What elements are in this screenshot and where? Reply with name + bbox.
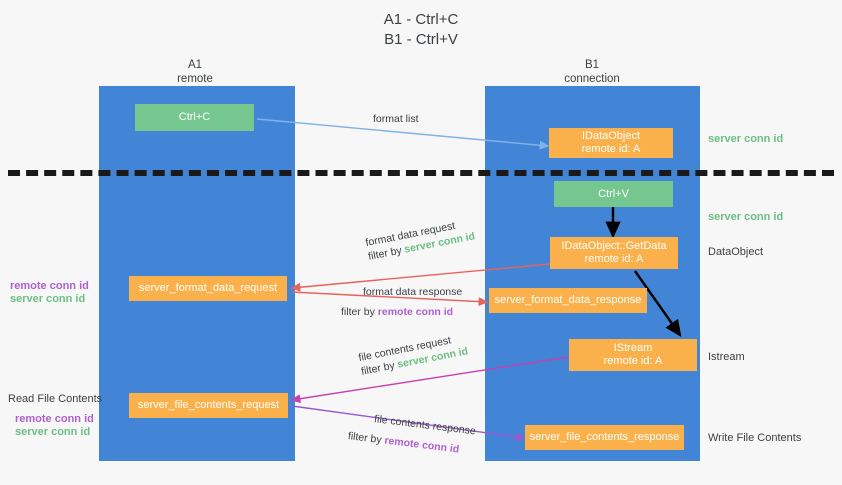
- column-b1-name: B1: [584, 59, 600, 71]
- box-getdata-line2: remote id: A: [584, 253, 644, 265]
- box-istream-line1: IStream: [613, 342, 653, 354]
- note-remote-conn-id-lower: remote conn id: [15, 413, 94, 425]
- box-istream-line2: remote id: A: [603, 355, 663, 367]
- note-dataobject: DataObject: [708, 246, 764, 258]
- box-idataobject-line2: remote id: A: [581, 143, 641, 155]
- box-idataobject[interactable]: IDataObject remote id: A: [549, 128, 673, 158]
- box-server-file-contents-request-label: server_file_contents_request: [137, 399, 280, 411]
- note-server-conn-id-top: server conn id: [708, 133, 784, 145]
- phase-divider: [8, 170, 834, 176]
- box-server-format-data-response-label: server_format_data_response: [494, 294, 642, 306]
- edge-label-file-contents-request: file contents request filter by server c…: [357, 331, 470, 379]
- note-read-file-contents: Read File Contents: [8, 393, 103, 405]
- box-ctrl-c[interactable]: Ctrl+C: [135, 104, 254, 131]
- edge-label-format-list: format list: [373, 113, 419, 125]
- box-istream[interactable]: IStream remote id: A: [569, 339, 697, 371]
- note-write-file-contents: Write File Contents: [708, 432, 802, 444]
- edge-label-format-data-response: format data response filter by remote co…: [341, 285, 463, 319]
- box-server-file-contents-response-label: server_file_contents_response: [529, 431, 680, 443]
- box-ctrl-v-line1: Ctrl+V: [598, 187, 629, 200]
- note-remote-conn-id-upper: remote conn id: [10, 280, 89, 292]
- column-a1-sub: remote: [177, 73, 213, 85]
- box-ctrl-c-line1: Ctrl+C: [178, 111, 211, 123]
- edge-label-format-data-request: format data request filter by server con…: [364, 216, 477, 264]
- column-header-a1: A1 remote: [95, 58, 295, 86]
- column-a1-name: A1: [187, 59, 203, 71]
- box-server-file-contents-request[interactable]: server_file_contents_request: [129, 393, 288, 418]
- note-server-conn-id-upper: server conn id: [10, 293, 86, 305]
- box-server-format-data-request[interactable]: server_format_data_request: [129, 276, 287, 301]
- column-header-b1: B1 connection: [492, 58, 692, 86]
- box-server-format-data-response[interactable]: server_format_data_response: [489, 288, 647, 313]
- edge-label-format-data-response-line1: format data response: [363, 286, 463, 298]
- note-istream: Istream: [708, 351, 745, 363]
- box-idataobject-line1: IDataObject: [581, 130, 641, 142]
- edge-label-file-contents-response: file contents response filter by remote …: [347, 412, 477, 458]
- box-server-format-data-request-label: server_format_data_request: [138, 282, 278, 294]
- box-ctrl-v[interactable]: Ctrl+V: [554, 181, 673, 207]
- box-server-file-contents-response[interactable]: server_file_contents_response: [525, 425, 684, 450]
- page-title: A1 - Ctrl+C B1 - Ctrl+V: [383, 11, 459, 48]
- column-b1-sub: connection: [564, 73, 620, 85]
- edge-label-format-data-response-filter: filter by remote conn id: [341, 306, 454, 318]
- box-getdata-line1: IDataObject::GetData: [561, 240, 667, 252]
- note-server-conn-id-lower: server conn id: [15, 426, 91, 438]
- box-getdata[interactable]: IDataObject::GetData remote id: A: [550, 237, 678, 269]
- note-server-conn-id-second: server conn id: [708, 211, 784, 223]
